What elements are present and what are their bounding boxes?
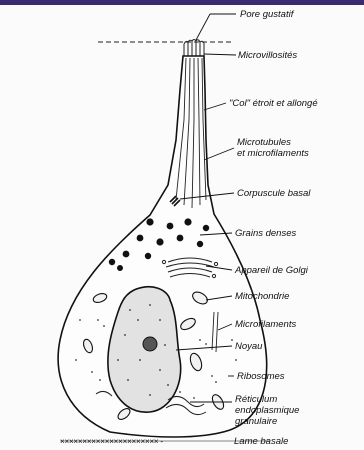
label-reticulum-line2: endoplasmique	[235, 405, 299, 416]
label-microfilaments: Microfilaments	[235, 319, 296, 330]
nucleolus	[143, 337, 157, 351]
label-lame-basale: Lame basale	[234, 436, 288, 447]
label-microtubules-line1: Microtubules	[237, 137, 291, 148]
label-appareil-golgi: Appareil de Golgi	[235, 265, 308, 276]
basal-lamina-marks: ×××××××××××××××××××××× -	[60, 436, 163, 447]
label-reticulum-line3: granulaire	[235, 416, 277, 427]
label-ribosomes: Ribosomes	[237, 371, 285, 382]
label-reticulum-line1: Réticulum	[235, 394, 277, 405]
label-microtubules-line2: et microfilaments	[237, 148, 309, 159]
label-pore-gustatif: Pore gustatif	[240, 9, 293, 20]
label-corpuscule-basal: Corpuscule basal	[237, 188, 310, 199]
label-microvillosites: Microvillosités	[238, 50, 297, 61]
label-col-etroit: "Col" étroit et allongé	[229, 98, 318, 109]
label-mitochondrie: Mitochondrie	[235, 291, 289, 302]
label-noyau: Noyau	[235, 341, 262, 352]
label-grains-denses: Grains denses	[235, 228, 296, 239]
